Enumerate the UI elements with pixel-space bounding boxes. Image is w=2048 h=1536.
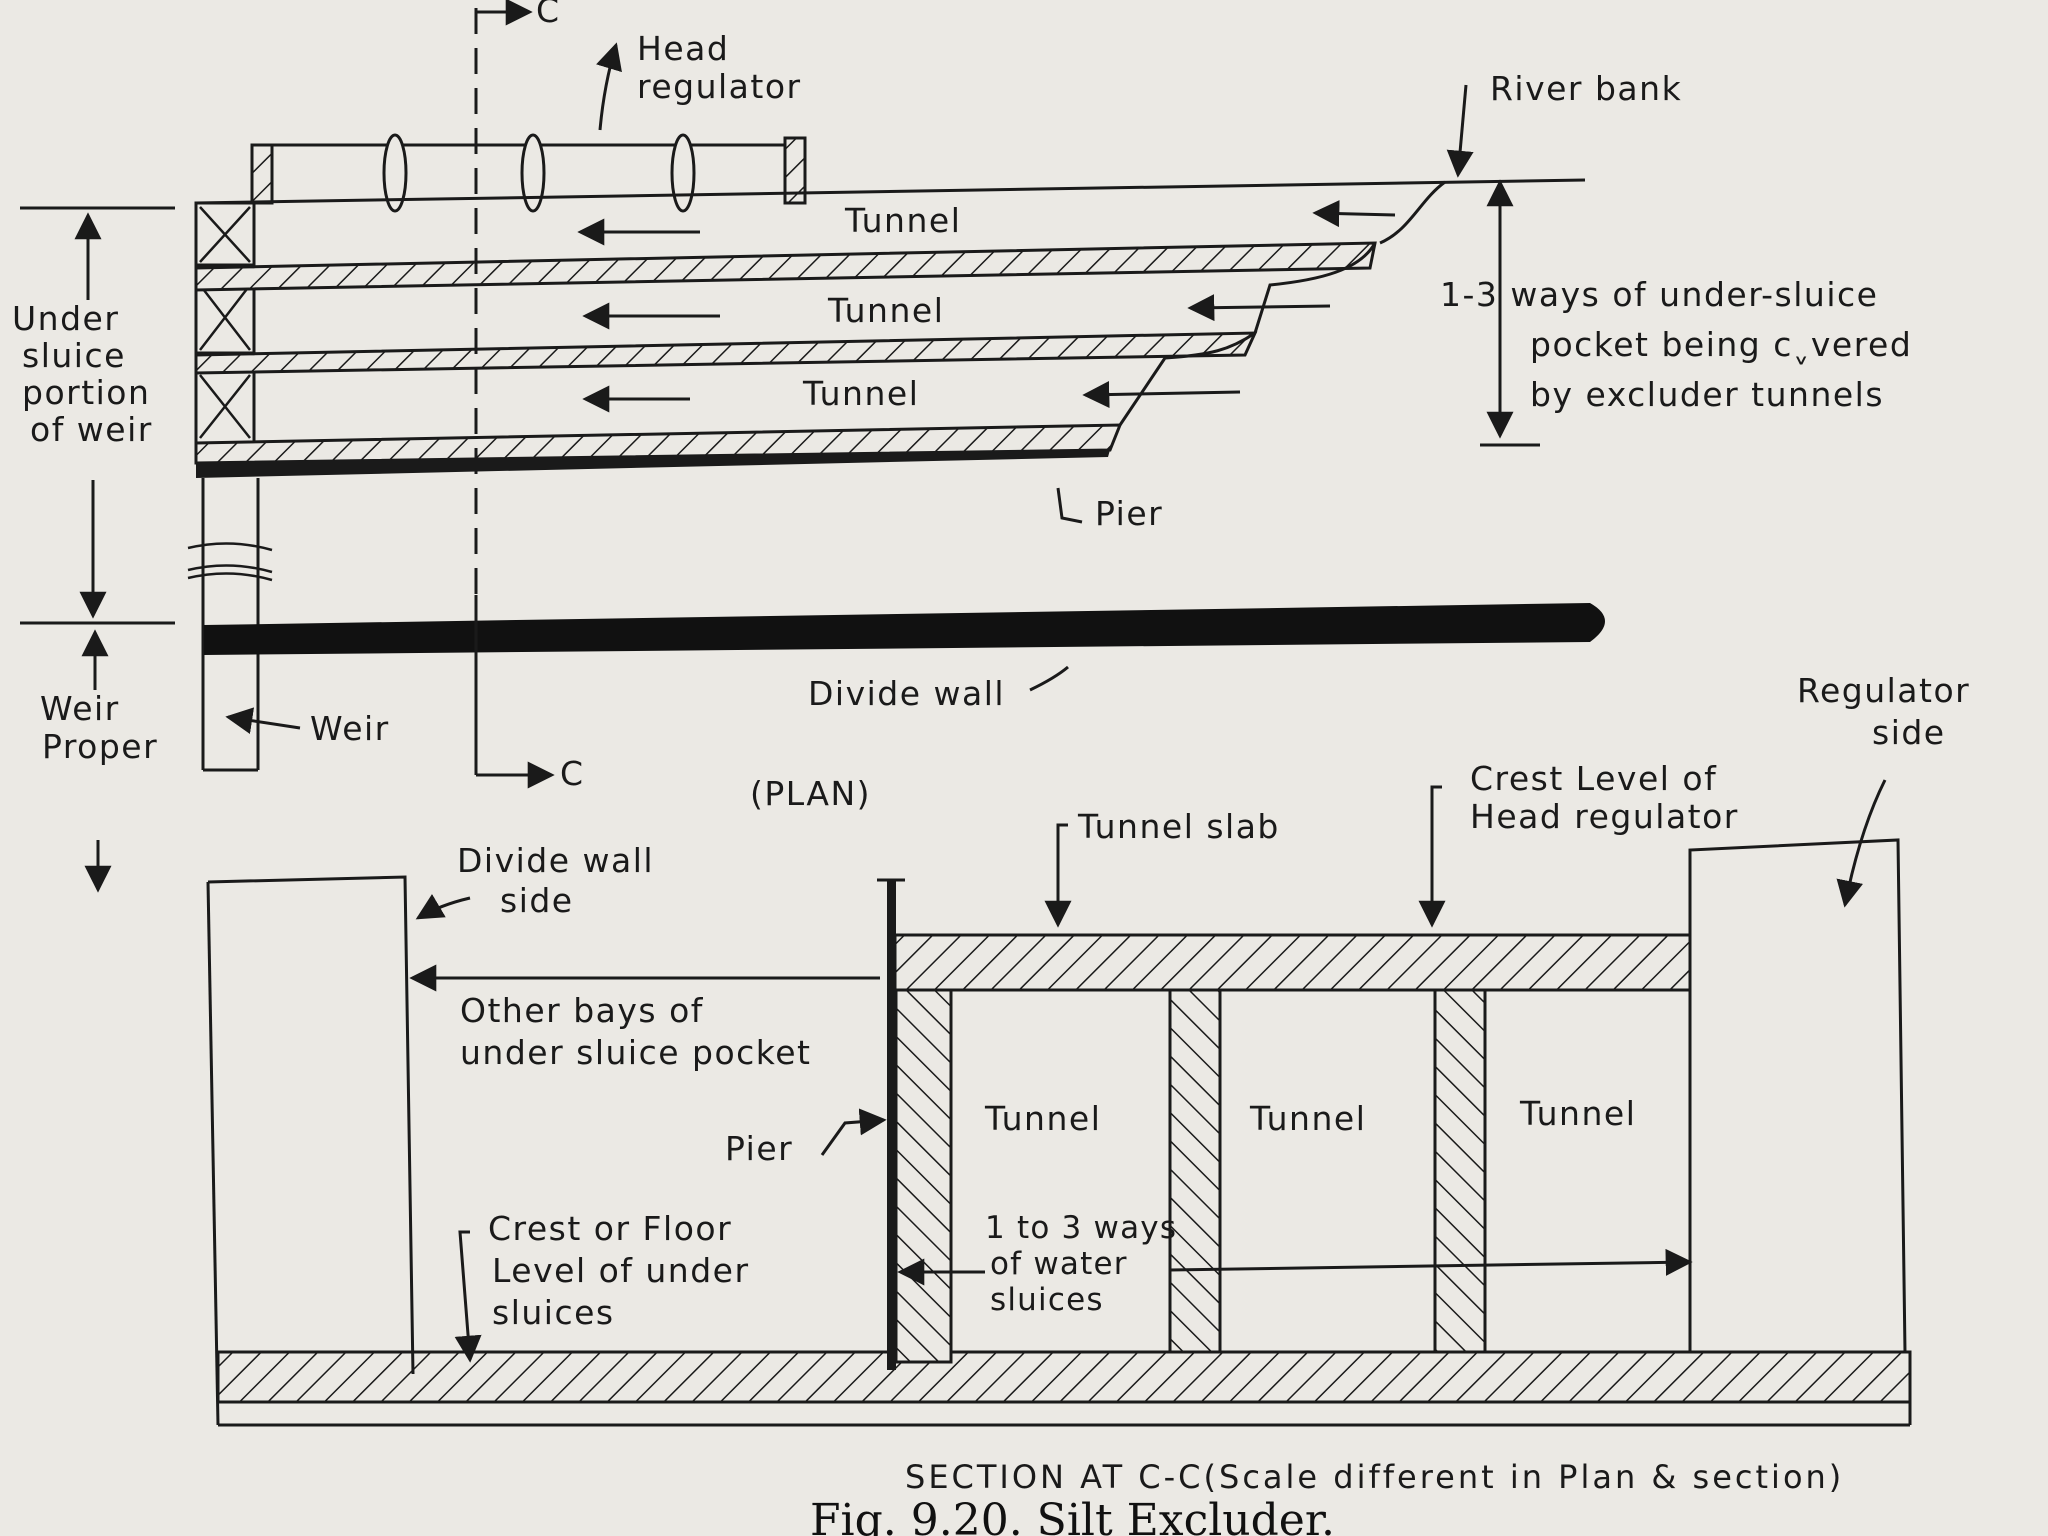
section-pier-1 [894,988,953,1364]
cut-label-bottom: C [560,754,585,793]
plan-tunnel-1-label: Tunnel [844,201,961,240]
under-sluice-gates [194,201,256,445]
regulator-side-line-1: Regulator [1797,671,1970,710]
water-sluices-line-3: sluices [990,1282,1104,1318]
crest-floor-label: Crest or Floor Level of under sluices [488,1209,762,1332]
under-sluice-line-3: portion [22,373,150,412]
plan-tunnel-2-label: Tunnel [827,291,944,330]
plan-pier-label: Pier [1095,494,1163,533]
other-bays-line-1: Other bays of [460,991,704,1030]
other-bays-label: Other bays of under sluice pocket [460,991,811,1072]
regulator-side-line-2: side [1872,713,1946,752]
ways-note-line-2: pocket being cˬvered [1530,325,1912,365]
divide-wall-side-line-1: Divide wall [457,841,654,880]
water-sluices-line-2: of water [990,1246,1128,1282]
section-view: Tunnel Tunnel Tunnel Other bays of under… [206,671,1982,1496]
tunnel-slab-label: Tunnel slab [1077,807,1280,846]
head-regulator-label: Head regulator [637,29,802,106]
crest-floor-line-3: sluices [492,1293,615,1332]
head-regulator-line-2: regulator [637,67,802,106]
weir-proper-line-2: Proper [42,727,158,766]
under-sluice-line-2: sluice [22,336,126,375]
section-title: SECTION AT C-C(Scale different in Plan &… [905,1458,1844,1496]
plan-tunnel-3-label: Tunnel [802,374,919,413]
figure-caption: Fig. 9.20. Silt Excluder. [810,1495,1335,1536]
ways-note: 1-3 ways of under-sluice pocket being cˬ… [1440,275,1924,414]
weir-dimensions: Under sluice portion of weir Weir Proper… [12,206,390,893]
water-sluices-label: 1 to 3 ways of water sluices [985,1210,1188,1318]
plan-piers [194,241,1377,478]
divide-wall-label: Divide wall [808,674,1005,713]
ways-note-line-3: by excluder tunnels [1530,375,1884,414]
tunnel-slab [893,933,1692,992]
under-sluice-line-1: Under [12,299,119,338]
river-bank-label: River bank [1490,69,1682,108]
under-sluice-label: Under sluice portion of weir [12,299,162,449]
river-bank: River bank [1379,69,1682,245]
other-bays-line-2: under sluice pocket [460,1033,811,1072]
crest-head-regulator-line-1: Crest Level of [1470,759,1717,798]
weir-post [187,478,273,772]
section-tunnel-3-label: Tunnel [1519,1094,1636,1133]
weir-proper-label: Weir Proper [40,689,158,766]
ways-note-line-1: 1-3 ways of under-sluice [1440,275,1878,314]
excluder-tunnel-dimension: 1-3 ways of under-sluice pocket being cˬ… [1440,179,1924,447]
divide-wall-side-line-2: side [500,881,574,920]
cut-label-top: C [536,0,561,30]
crest-head-regulator-label: Crest Level of Head regulator [1470,759,1739,836]
section-cut-line: C C [474,0,585,793]
section-tunnel-1-label: Tunnel [984,1099,1101,1138]
crest-floor-line-1: Crest or Floor [488,1209,732,1248]
section-tunnel-2-label: Tunnel [1249,1099,1366,1138]
regulator-side-label: Regulator side [1797,671,1982,752]
plan-title: (PLAN) [750,774,871,813]
divide-wall: Divide wall [204,603,1605,713]
weir-label: Weir [310,709,390,748]
plan-tunnels: Tunnel Tunnel Tunnel [577,200,1396,413]
crest-head-regulator-line-2: Head regulator [1470,797,1739,836]
section-pier-2 [1168,988,1222,1354]
head-regulator: Head regulator [250,29,807,213]
section-pier-3 [1433,988,1487,1354]
divide-wall-side-label: Divide wall side [457,841,666,920]
water-sluices-line-1: 1 to 3 ways [985,1210,1177,1246]
under-sluice-line-4: of weir [30,410,153,449]
head-regulator-line-1: Head [637,29,729,68]
weir-proper-line-1: Weir [40,689,120,728]
section-pier-label: Pier [725,1129,793,1168]
floor-slab [216,1350,1912,1404]
crest-floor-line-2: Level of under [492,1251,750,1290]
plan-view: Head regulator River bank [12,0,1924,893]
